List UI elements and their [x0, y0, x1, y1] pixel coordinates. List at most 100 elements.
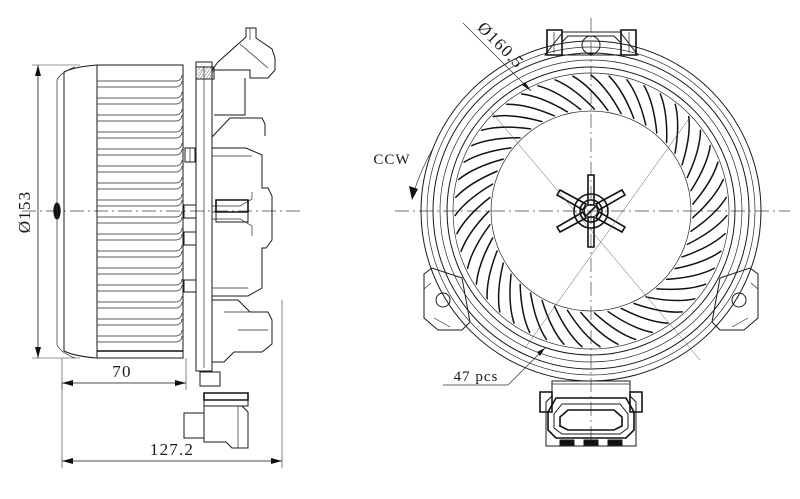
left-tab-notch: [423, 282, 432, 290]
fan-blade: [470, 136, 521, 147]
fan-blade: [466, 223, 491, 269]
leader-line-160: [462, 22, 532, 92]
bracket-riser: [214, 78, 246, 116]
drum-edge-curve-bottom: [56, 344, 76, 359]
drum-edge-curve-top: [56, 66, 76, 81]
shaft-boss-lower: [215, 211, 249, 223]
fan-blade: [537, 85, 582, 111]
arrowhead-70-right: [175, 380, 186, 386]
hub-bore: [584, 204, 598, 218]
fan-blade: [681, 115, 690, 166]
arrowhead-70-left: [62, 380, 73, 386]
connector-neck: [199, 371, 221, 387]
dimension-diameter-153: Ø153: [15, 64, 80, 359]
fan-blade-ring: [454, 74, 728, 348]
fan-blade: [541, 299, 565, 346]
connector-tab: [183, 412, 205, 439]
plate-lug-lower: [183, 279, 197, 293]
left-tab-body: [423, 267, 471, 331]
housing-outer-ring-2: [426, 46, 756, 376]
right-tab-body: [711, 267, 759, 331]
lower-bracket-arm: [211, 299, 273, 363]
fan-blade: [572, 75, 609, 112]
fan-blade: [529, 292, 548, 341]
connector-seal-ring: [553, 403, 629, 435]
fan-blade: [509, 273, 515, 324]
arrowhead-153-top: [35, 65, 41, 76]
housing-outer-ring-3: [432, 52, 750, 370]
left-tab-hole: [435, 292, 451, 308]
leader-arrow-47: [537, 348, 545, 356]
leader-arrow-160: [522, 82, 531, 91]
blade-count-label: 47 pcs: [454, 369, 499, 385]
housing-step-2: [212, 192, 253, 207]
fan-blade: [460, 210, 490, 253]
arrowhead-127-left: [62, 458, 73, 464]
fan-blade: [626, 79, 647, 126]
dimension-label-length: 127.2: [150, 440, 194, 459]
dimension-length-127: 127.2: [61, 300, 283, 468]
fan-blade: [674, 103, 679, 154]
fan-blade: [454, 183, 494, 217]
right-tab-notch: [750, 282, 759, 290]
fan-blade: [454, 170, 498, 199]
fan-blade: [681, 232, 726, 258]
connector-flange: [203, 399, 249, 407]
side-view-connector: [183, 371, 249, 449]
connector-pin-left: [559, 439, 575, 446]
fan-blade: [486, 250, 498, 300]
housing-rings: [420, 40, 762, 382]
arrowhead-127-right: [271, 458, 282, 464]
plate-lug-mid2: [183, 231, 197, 246]
fan-blade: [475, 237, 494, 285]
connector-pin-mid: [583, 439, 599, 446]
fan-hub: [555, 174, 627, 248]
section-line-b: [524, 119, 689, 349]
fan-blade: [643, 85, 658, 134]
connector-outer-body: [545, 380, 637, 447]
fan-blade: [520, 93, 569, 113]
top-tab-hole: [581, 35, 601, 55]
top-tab-body: [543, 31, 640, 56]
fan-blade: [690, 196, 728, 232]
fan-blade: [505, 103, 556, 117]
fan-blade: [674, 250, 722, 270]
drum-body: [96, 64, 184, 359]
drum-blade-lines: [97, 74, 183, 352]
seal-hatching: [196, 66, 215, 80]
bottom-connector: [539, 380, 643, 447]
dimension-width-70: 70: [61, 358, 187, 390]
dimension-label-diameter: Ø153: [15, 191, 34, 234]
housing-outer-ring-4: [439, 59, 743, 363]
hub-mid-circle: [579, 199, 603, 223]
hub-keyway-slot: [585, 205, 597, 217]
fan-blade: [457, 158, 504, 181]
fan-blade: [590, 74, 622, 115]
section-reference-lines: [488, 108, 701, 361]
plate-lug-mid: [183, 204, 197, 219]
fan-blade: [645, 296, 696, 302]
fan-blade: [686, 214, 728, 246]
fan-blade: [463, 147, 512, 163]
top-tab-rib-right: [620, 29, 637, 56]
fan-blade: [620, 307, 669, 324]
left-mounting-tab: [423, 267, 471, 331]
connector-latch-left: [539, 391, 553, 413]
bracket-mid-edge: [211, 117, 266, 138]
fan-blade: [554, 79, 596, 110]
blower-wheel-drum: [56, 64, 184, 359]
motor-housing-block: [211, 147, 273, 297]
note-blade-count: 47 pcs: [443, 347, 546, 386]
fan-blade: [686, 129, 702, 179]
left-tab-edge: [433, 317, 451, 328]
mounting-plate: [195, 61, 213, 372]
connector-cavity: [559, 409, 623, 431]
fan-blade: [566, 309, 601, 348]
plate-lug-upper: [184, 147, 196, 163]
fan-blade: [607, 310, 654, 334]
fan-blade: [593, 312, 637, 341]
connector-pin-right: [607, 439, 623, 446]
ccw-arrowhead: [409, 186, 418, 200]
fan-blade: [608, 75, 635, 120]
upper-bracket-arm: [211, 27, 276, 79]
